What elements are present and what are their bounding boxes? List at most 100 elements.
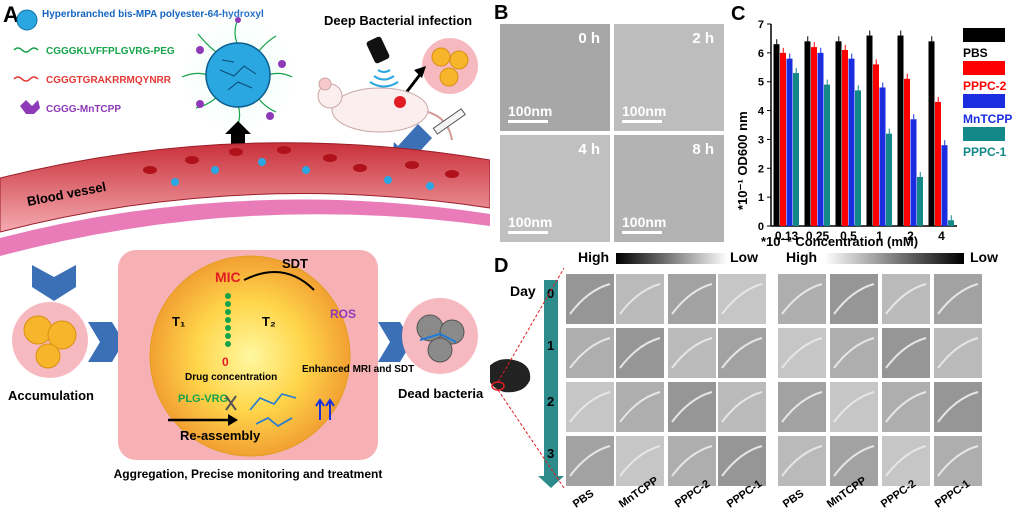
mri-image — [882, 328, 930, 378]
mri-tissue-edge — [833, 391, 875, 423]
mri-image — [934, 436, 982, 486]
vessel-wall-cells — [0, 199, 490, 256]
c-bar — [928, 41, 935, 226]
mri-tissue-edge — [721, 337, 763, 369]
t2-label: T₂ — [262, 314, 276, 329]
c-legend-label: PBS — [963, 46, 988, 60]
peg-seq-icon — [13, 47, 39, 53]
d-day-3: 3 — [547, 446, 554, 461]
mri-tissue-edge — [781, 391, 823, 423]
mri-image — [934, 382, 982, 432]
d-gradient-1 — [616, 253, 728, 264]
mic-label: MIC — [215, 269, 241, 285]
mri-image — [668, 382, 716, 432]
mri-tissue-edge — [671, 337, 713, 369]
mri-image — [566, 382, 614, 432]
c-bar — [866, 35, 873, 226]
tem-scale-2: 100nm — [508, 214, 553, 230]
c-xtick-label: 1 — [876, 229, 883, 243]
c-ytick-label: 2 — [758, 163, 764, 175]
c-ytick-label: 7 — [758, 19, 764, 31]
d-day-1: 1 — [547, 338, 554, 353]
tem-image-2: 4 h 100nm — [500, 135, 610, 242]
mri-image — [830, 328, 878, 378]
c-ytick-label: 6 — [758, 48, 764, 60]
c-bar — [786, 58, 793, 226]
zero-label: 0 — [222, 355, 229, 369]
vessel-nanoparticles — [171, 158, 434, 190]
d-low-2: Low — [970, 250, 998, 265]
c-xtick-label: 2 — [907, 229, 914, 243]
c-ytick-label: 1 — [758, 192, 764, 204]
c-legend-label: MnTCPP — [963, 112, 1012, 126]
ultrasound-probe-icon — [366, 36, 390, 64]
c-bar — [904, 78, 910, 226]
legend-mntcpp: CGGG-MnTCPP — [46, 104, 121, 115]
mri-tissue-edge — [781, 337, 823, 369]
mri-image — [566, 274, 614, 324]
mri-image — [616, 328, 664, 378]
mri-image — [830, 274, 878, 324]
drug-dots — [225, 293, 231, 347]
sdt-label: SDT — [282, 256, 308, 271]
c-xtick-label: 0.25 — [806, 229, 830, 243]
mri-tissue-edge — [619, 337, 661, 369]
panel-b-label: B — [494, 2, 509, 24]
bacterium-large — [149, 255, 351, 457]
reassembly-label: Re-assembly — [180, 428, 261, 443]
mri-image — [616, 382, 664, 432]
mri-tissue-edge — [671, 391, 713, 423]
legend-peg-seq: CGGGKLVFFPLGVRG-PEG — [46, 46, 175, 57]
mri-tissue-edge — [885, 283, 927, 315]
panel-a-label: A — [3, 2, 19, 27]
c-legend-label: PPPC-2 — [963, 79, 1007, 93]
tem-scale-1: 100nm — [622, 103, 667, 119]
mntcpp-icon — [20, 100, 40, 114]
mri-tissue-edge — [885, 391, 927, 423]
c-bar — [873, 64, 879, 227]
tem-image-1: 2 h 100nm — [614, 24, 724, 131]
mri-tissue-edge — [619, 445, 661, 477]
c-xtick-label: 4 — [938, 229, 945, 243]
c-ytick-label: 4 — [758, 106, 765, 118]
c-legend-swatch — [963, 61, 1005, 75]
mri-tissue-edge — [671, 283, 713, 315]
mouse-icon — [331, 87, 429, 133]
mri-tissue-edge — [671, 445, 713, 477]
red-blood-cells — [143, 146, 459, 178]
mri-image — [668, 274, 716, 324]
mri-tissue-edge — [781, 283, 823, 315]
c-xlabel: *10⁻² Concentration (mM) — [761, 234, 918, 249]
mri-image — [616, 274, 664, 324]
aggregate-network — [249, 393, 297, 427]
enhanced-label: Enhanced MRI and SDT — [302, 364, 414, 375]
c-bar — [835, 41, 842, 226]
tem-time-2: 4 h — [578, 141, 600, 158]
mri-tissue-edge — [833, 337, 875, 369]
c-bar — [793, 73, 799, 226]
c-bar — [855, 90, 861, 226]
mri-tissue-edge — [569, 391, 611, 423]
c-bar — [824, 84, 830, 226]
mri-image — [778, 382, 826, 432]
down-chevron-icon — [32, 265, 76, 301]
c-ylabel: *10⁻¹ OD600 nm — [735, 111, 750, 210]
c-bar — [897, 35, 904, 226]
legend-polymer: Hyperbranched bis-MPA polyester-64-hydro… — [42, 9, 264, 20]
c-bar — [780, 52, 786, 226]
mri-image — [778, 274, 826, 324]
d-col-5: PBS — [781, 488, 806, 511]
mri-image — [668, 436, 716, 486]
c-legend-label: PPPC-1 — [963, 145, 1007, 159]
legend-polymer-text: Hyperbranched bis-MPA polyester-64-hydro… — [42, 9, 264, 20]
c-bar — [848, 58, 855, 226]
c-bar — [879, 87, 886, 226]
t1-label: T₁ — [172, 314, 185, 329]
polymer-icon — [16, 9, 38, 31]
aggregation-label: Aggregation, Precise monitoring and trea… — [114, 467, 383, 481]
infection-title: Deep Bacterial infection — [324, 13, 472, 28]
d-day-label: Day — [510, 283, 536, 299]
mri-image — [566, 328, 614, 378]
c-bar — [917, 176, 923, 226]
